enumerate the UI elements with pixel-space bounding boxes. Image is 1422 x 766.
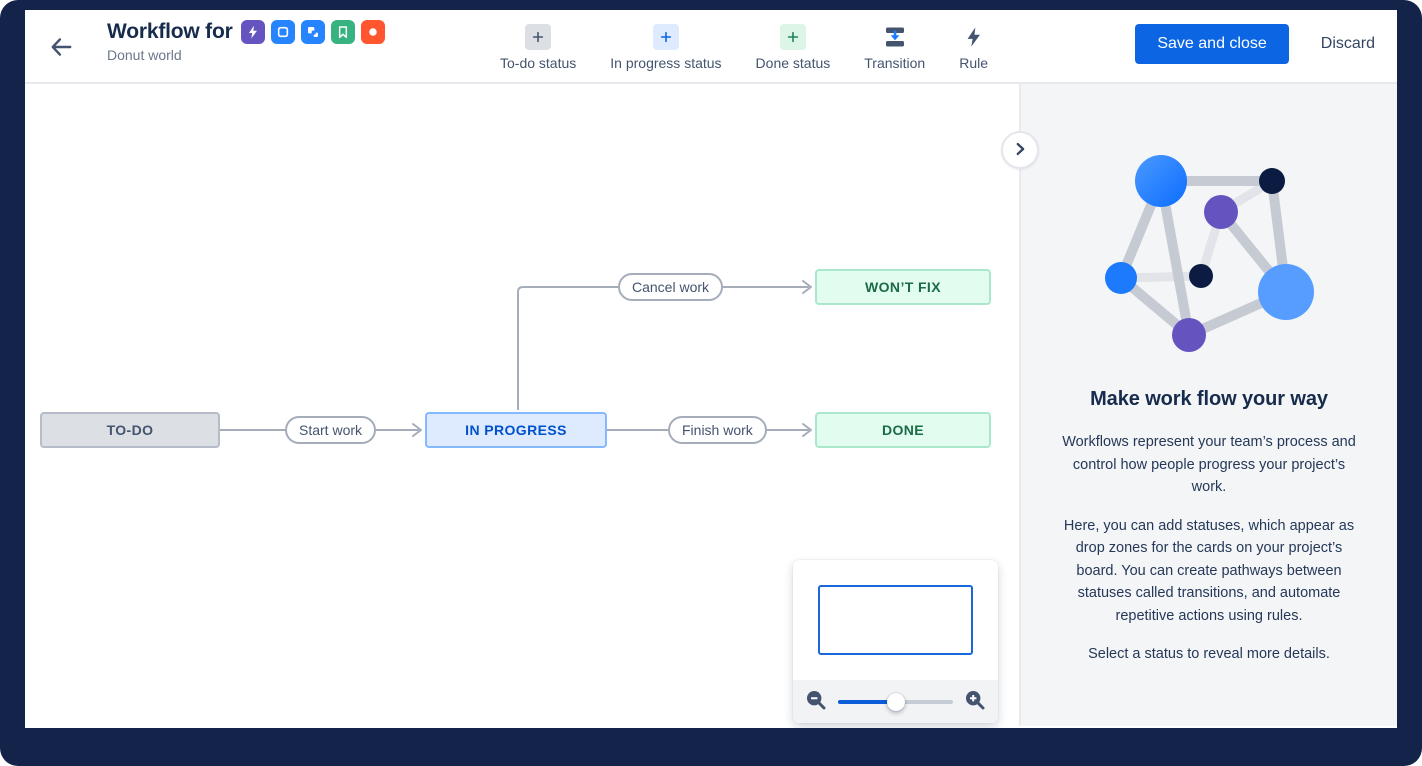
magnifier-plus-icon (964, 689, 986, 714)
zoom-out-button[interactable] (804, 690, 828, 714)
minimap-controls (793, 680, 998, 723)
minimap-viewport[interactable] (818, 585, 973, 655)
plus-icon (779, 23, 806, 50)
status-node-wont-fix[interactable]: WON’T FIX (815, 269, 991, 305)
tool-label: In progress status (610, 54, 722, 71)
tool-label: To-do status (500, 54, 577, 71)
zoom-slider-fill (838, 699, 896, 704)
transition-cancel-work[interactable]: Cancel work (618, 273, 724, 301)
title-block: Workflow for (107, 20, 385, 63)
add-rule-button[interactable]: Rule (959, 24, 988, 71)
plus-icon (525, 23, 552, 50)
zoom-slider-thumb[interactable] (886, 692, 905, 711)
transition-start-work[interactable]: Start work (285, 416, 377, 444)
project-type-icons (240, 20, 385, 44)
project-name: Donut world (107, 47, 182, 63)
bolt-icon (240, 20, 265, 44)
panel-paragraph-1: Workflows represent your team’s process … (1062, 434, 1356, 495)
square-icon (270, 20, 295, 44)
add-done-status-button[interactable]: Done status (755, 23, 831, 71)
page-title: Workflow for (107, 20, 233, 43)
arrow-left-icon (48, 34, 74, 63)
zoom-in-button[interactable] (963, 690, 987, 714)
palette-toolbar: To-do status In progress status Done sta… (500, 10, 988, 84)
tool-label: Transition (864, 54, 926, 71)
lightning-icon (961, 24, 987, 50)
network-illustration (1105, 155, 1314, 352)
panel-paragraph-3: Select a status to reveal more details. (1088, 646, 1330, 662)
status-node-in-progress[interactable]: IN PROGRESS (425, 412, 607, 448)
main-area: TO-DO IN PROGRESS DONE WON’T FIX Start w… (25, 84, 1397, 726)
tool-label: Rule (959, 54, 989, 71)
add-inprogress-status-button[interactable]: In progress status (610, 23, 722, 71)
circle-icon (360, 20, 385, 44)
tool-label: Done status (755, 54, 831, 71)
status-node-done[interactable]: DONE (815, 412, 991, 448)
transition-finish-work[interactable]: Finish work (668, 416, 767, 444)
header-actions: Save and close Discard (1135, 24, 1379, 64)
workflow-editor: Workflow for (25, 10, 1397, 728)
info-panel: Make work flow your way Workflows repres… (1021, 84, 1397, 726)
transition-icon (882, 24, 908, 50)
panel-heading: Make work flow your way (1090, 388, 1328, 410)
collapse-panel-button[interactable] (1001, 131, 1039, 169)
back-button[interactable] (47, 34, 75, 62)
workflow-canvas[interactable]: TO-DO IN PROGRESS DONE WON’T FIX Start w… (25, 84, 1019, 726)
magnifier-minus-icon (805, 689, 827, 714)
zoom-slider[interactable] (838, 692, 953, 711)
plus-icon (652, 23, 679, 50)
add-todo-status-button[interactable]: To-do status (500, 23, 577, 71)
save-and-close-button[interactable]: Save and close (1135, 24, 1289, 64)
subtasks-icon (300, 20, 325, 44)
add-transition-button[interactable]: Transition (864, 24, 925, 71)
header: Workflow for (25, 10, 1397, 84)
minimap (793, 560, 998, 723)
panel-paragraph-2: Here, you can add statuses, which appear… (1063, 517, 1355, 624)
status-node-todo[interactable]: TO-DO (40, 412, 220, 448)
discard-button[interactable]: Discard (1317, 29, 1379, 59)
panel-divider (1019, 84, 1021, 726)
chevron-right-icon (1011, 140, 1029, 161)
bookmark-icon (330, 20, 355, 44)
